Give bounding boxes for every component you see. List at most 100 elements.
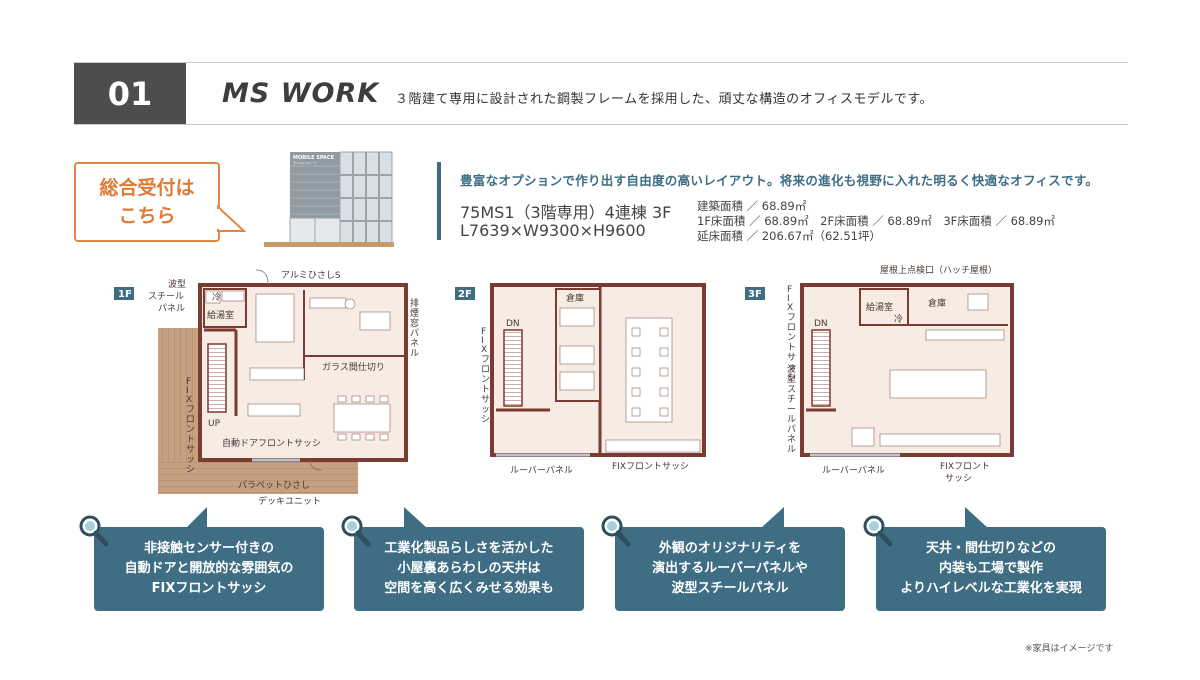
- callout-tail: [216, 205, 246, 232]
- svg-text:チ: チ: [787, 394, 796, 405]
- label-fix-1f: F I X フ ロ ン ト サ ッ シ: [186, 377, 195, 475]
- svg-text:サ: サ: [186, 444, 195, 455]
- svg-text:X: X: [787, 303, 793, 313]
- label-fixfront-3f-b: サッシ: [945, 473, 972, 484]
- svg-text:シ: シ: [186, 465, 195, 475]
- feature-card-3: 外観のオリジナリティを 演出するルーバーパネルや 波型スチールパネル: [615, 527, 845, 611]
- floor-tag-3f-text: 3F: [748, 289, 762, 300]
- label-louver-3f: ルーバーパネル: [822, 465, 885, 476]
- building-sign-sub: モバイルスペース: [293, 160, 317, 165]
- area-building: 建築面積 ／ 68.89㎡: [697, 199, 807, 213]
- area-floors: 1F床面積 ／ 68.89㎡ 2F床面積 ／ 68.89㎡ 3F床面積 ／ 68…: [697, 214, 1055, 228]
- label-fix-3f: F I X フ ロ ン ト サ ッ シ: [787, 285, 796, 383]
- svg-text:ト: ト: [481, 385, 490, 395]
- floor-tag-1f-text: 1F: [118, 289, 132, 300]
- svg-text:型: 型: [787, 374, 796, 385]
- floor-plan-2f: 2F DN 倉庫 F I X フ ロ ン ト サ ッ シ ルーバーパネル: [455, 283, 706, 476]
- magnifier-icon: [863, 515, 893, 547]
- card-2-tail: [404, 507, 428, 529]
- feature-card-4: 天井・間仕切りなどの 内装も工場で製作 よりハイレベルな工業化を実現: [876, 527, 1106, 611]
- svg-text:I: I: [481, 336, 484, 346]
- svg-text:ネ: ネ: [410, 338, 419, 349]
- dimensions: L7639×W9300×H9600: [460, 221, 646, 240]
- info-headline: 豊富なオプションで作り出す自由度の高いレイアウト。将来の進化も視野に入れた明るく…: [460, 173, 1099, 188]
- header-description: ３階建て専用に設計された鋼製フレームを採用した、頑丈な構造のオフィスモデルです。: [395, 92, 934, 107]
- magnifier-icon: [601, 515, 631, 547]
- magnifier-icon: [79, 515, 109, 547]
- label-dn-3f: DN: [814, 319, 828, 329]
- label-awning: アルミひさしS: [281, 270, 341, 281]
- svg-text:ッ: ッ: [787, 363, 796, 373]
- area-total: 延床面積 ／ 206.67㎡（62.51坪）: [697, 229, 881, 243]
- svg-text:ロ: ロ: [481, 365, 490, 375]
- svg-text:ト: ト: [186, 435, 195, 445]
- svg-text:F: F: [481, 327, 486, 337]
- svg-text:F: F: [186, 377, 191, 387]
- floor-plan-1f: 1F 波型 スチール パネル 冷 給湯室: [114, 269, 419, 507]
- floor-tag-1f: [114, 287, 134, 300]
- svg-text:ン: ン: [186, 425, 195, 435]
- label-cold-1f: 冷: [212, 291, 221, 303]
- label-vent-1f: 排 煙 窓 パ ネ ル: [410, 297, 419, 359]
- model-name: MS WORK: [222, 78, 380, 109]
- svg-text:ッ: ッ: [186, 455, 195, 465]
- svg-text:ス: ス: [787, 385, 796, 395]
- svg-text:ネ: ネ: [787, 434, 796, 445]
- svg-text:フ: フ: [481, 355, 490, 365]
- card-1-tail: [185, 507, 207, 529]
- label-wave-1f-b: スチール: [148, 291, 184, 302]
- floor-plan-3f: 3F 屋根上点検口（ハッチ屋根） F I X フ ロ ン ト サ ッ シ DN …: [745, 264, 1014, 484]
- label-deck: デッキユニット: [258, 495, 321, 507]
- floor-tag-3f: [745, 287, 765, 300]
- svg-text:サ: サ: [787, 352, 796, 363]
- svg-text:ル: ル: [410, 349, 419, 359]
- callout-line-2: こちら: [118, 205, 176, 227]
- model-spec: 75MS1（3階専用）4連棟 3F: [460, 203, 672, 222]
- deck-front: [158, 462, 358, 494]
- label-cold-3f: 冷: [894, 313, 903, 325]
- svg-text:パ: パ: [787, 424, 796, 435]
- svg-text:シ: シ: [481, 415, 490, 425]
- svg-text:ロ: ロ: [186, 415, 195, 425]
- label-fixfront-3f-a: FIXフロント: [940, 462, 990, 472]
- header-top-rule: [74, 62, 1128, 63]
- svg-text:F: F: [787, 285, 792, 295]
- label-dn-2f: DN: [506, 319, 520, 329]
- card-3-tail: [760, 507, 784, 529]
- svg-text:シ: シ: [787, 373, 796, 383]
- callout-line-1: 総合受付は: [99, 177, 195, 199]
- building-sign: MOBILE SPACE: [293, 155, 335, 161]
- feature-card-2: 工業化製品らしさを活かした 小屋裏あらわしの天井は 空間を高く広くみせる効果も: [354, 527, 584, 611]
- floor-tag-2f: [455, 287, 475, 300]
- section-number: 01: [74, 63, 186, 124]
- svg-text:ロ: ロ: [787, 323, 796, 333]
- svg-text:X: X: [186, 395, 192, 405]
- svg-text:窓: 窓: [410, 317, 419, 329]
- label-kitchen-1f: 給湯室: [207, 309, 234, 321]
- label-storage-3f: 倉庫: [928, 297, 946, 309]
- svg-text:X: X: [481, 345, 487, 355]
- svg-text:ル: ル: [787, 415, 796, 425]
- svg-text:ル: ル: [787, 445, 796, 455]
- svg-text:ー: ー: [787, 405, 796, 415]
- svg-text:排: 排: [410, 297, 419, 309]
- label-wave-1f-a: 波型: [168, 278, 186, 290]
- label-louver-2f: ルーバーパネル: [510, 465, 573, 476]
- label-kitchen-3f: 給湯室: [866, 301, 893, 313]
- svg-text:I: I: [186, 386, 189, 396]
- svg-text:ン: ン: [481, 375, 490, 385]
- label-wave-3f: 波 型 ス チ ー ル パ ネ ル: [787, 363, 796, 455]
- label-wave-1f-c: パネル: [158, 303, 185, 314]
- label-autodoor: 自動ドアフロントサッシ: [222, 437, 321, 449]
- svg-text:フ: フ: [186, 405, 195, 415]
- label-fix-2f: F I X フ ロ ン ト サ ッ シ: [481, 327, 490, 425]
- svg-text:パ: パ: [410, 328, 419, 339]
- svg-text:フ: フ: [787, 313, 796, 323]
- reception-callout-button[interactable]: 総合受付は こちら: [74, 162, 220, 242]
- floor-tag-2f-text: 2F: [458, 289, 472, 300]
- label-up-1f: UP: [208, 419, 221, 429]
- label-glass-partition: ガラス間仕切り: [322, 361, 385, 373]
- svg-text:ッ: ッ: [481, 405, 490, 415]
- feature-card-1: 非接触センサー付きの 自動ドアと開放的な雰囲気の FIXフロントサッシ: [94, 527, 324, 611]
